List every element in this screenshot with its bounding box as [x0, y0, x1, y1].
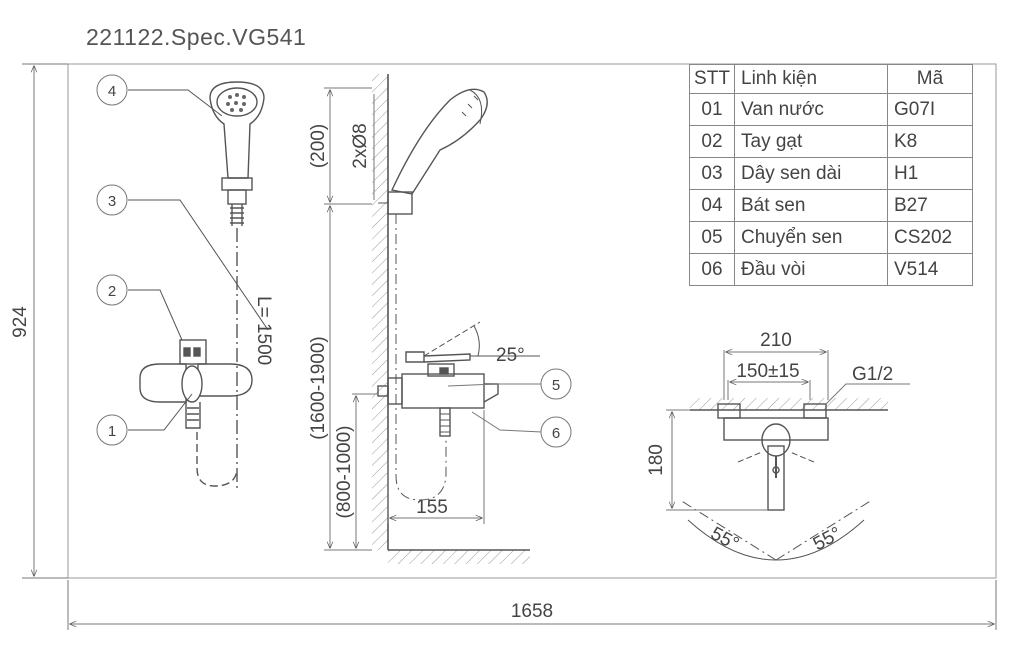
thread-label: G1/2 — [852, 364, 893, 385]
overall-width-dimension — [67, 580, 997, 630]
handshower-height-label: (200) — [308, 124, 329, 168]
top-view: 210 150±15 G1/2 180 55° 55° — [646, 330, 910, 561]
exploded-view — [128, 81, 269, 488]
callout-4-label: 4 — [108, 83, 116, 100]
parts-table-header: STT Linh kiện Mã — [689, 64, 973, 94]
table-row: 03 Dây sen dài H1 — [689, 157, 973, 190]
drawing-frame — [67, 63, 997, 579]
mixer-depth-label: 180 — [646, 444, 667, 476]
row-code: B27 — [887, 189, 973, 222]
table-row: 06 Đầu vòi V514 — [689, 253, 973, 286]
row-stt: 05 — [689, 221, 735, 254]
row-stt: 03 — [689, 157, 735, 190]
top-mixer-body — [723, 417, 829, 441]
table-row: 01 Van nước G07I — [689, 93, 973, 126]
table-row: 05 Chuyển sen CS202 — [689, 221, 973, 254]
callout-1 — [96, 414, 128, 446]
row-component: Bát sen — [734, 189, 888, 222]
row-component: Van nước — [734, 93, 888, 126]
row-code: V514 — [887, 253, 973, 286]
side-elevation: 25° (200) 2xØ8 (1600-1900) (800-1000) 15… — [308, 74, 572, 564]
mixer-centres-label: 150±15 — [736, 361, 799, 382]
row-stt: 02 — [689, 125, 735, 158]
hand-shower-head — [209, 81, 265, 179]
angle-right-label: 55° — [810, 523, 845, 555]
angle-left-label: 55° — [707, 523, 742, 555]
header-code: Mã — [887, 64, 973, 94]
overall-height-dimension — [22, 63, 68, 579]
callout-2 — [96, 274, 128, 306]
mixer-body — [139, 363, 187, 403]
mixer-width-label: 210 — [760, 330, 792, 351]
row-code: CS202 — [887, 221, 973, 254]
callout-3 — [96, 184, 128, 216]
table-row: 02 Tay gạt K8 — [689, 125, 973, 158]
side-hand-shower — [390, 88, 488, 195]
row-code: K8 — [887, 125, 973, 158]
callout-5 — [540, 368, 572, 400]
row-stt: 06 — [689, 253, 735, 286]
callout-5-label: 5 — [552, 377, 560, 394]
row-stt: 01 — [689, 93, 735, 126]
header-component: Linh kiện — [734, 64, 888, 94]
table-row: 04 Bát sen B27 — [689, 189, 973, 222]
callout-2-label: 2 — [108, 283, 116, 300]
row-stt: 04 — [689, 189, 735, 222]
mixer-height-label: (800-1000) — [334, 426, 355, 519]
header-stt: STT — [689, 64, 735, 94]
row-component: Dây sen dài — [734, 157, 888, 190]
spout-projection-label: 155 — [416, 497, 448, 518]
lever-angle-label: 25° — [496, 345, 525, 366]
side-mixer-body — [401, 373, 485, 409]
callout-3-label: 3 — [108, 193, 116, 210]
overall-width-label: 1658 — [511, 601, 553, 622]
drawing-title: 221122.Spec.VG541 — [86, 24, 307, 50]
overall-height-label: 924 — [10, 306, 31, 338]
row-code: G07I — [887, 93, 973, 126]
holder-height-label: (1600-1900) — [308, 336, 329, 440]
parts-table: STT Linh kiện Mã 01 Van nước G07I 02 Tay… — [689, 64, 973, 286]
callout-6-label: 6 — [552, 425, 560, 442]
callout-4 — [96, 74, 128, 106]
row-component: Đầu vòi — [734, 253, 888, 286]
row-component: Chuyển sen — [734, 221, 888, 254]
row-component: Tay gạt — [734, 125, 888, 158]
row-code: H1 — [887, 157, 973, 190]
callout-1-label: 1 — [108, 423, 116, 440]
callout-6 — [540, 416, 572, 448]
holder-hole-label: 2xØ8 — [350, 123, 371, 168]
hose-length-label: L= 1500 — [253, 296, 274, 365]
